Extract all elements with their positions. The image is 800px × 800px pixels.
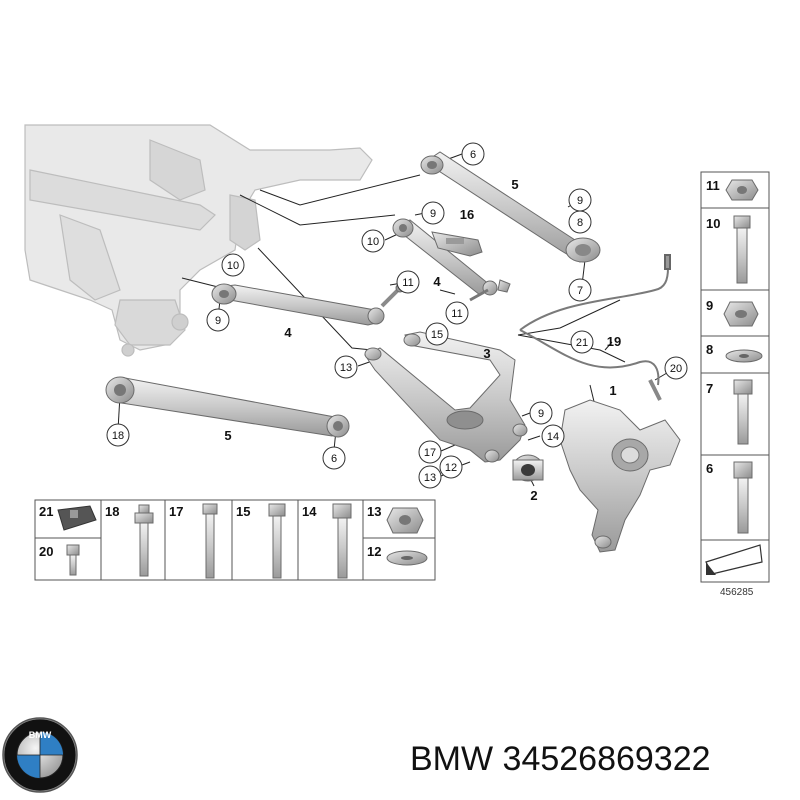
svg-text:9: 9 bbox=[215, 315, 221, 327]
upper-control-arm bbox=[420, 151, 601, 263]
svg-text:11: 11 bbox=[402, 277, 413, 289]
callout-8-right: 8 bbox=[568, 210, 592, 234]
svg-text:7: 7 bbox=[577, 285, 583, 297]
label-16: 16 bbox=[460, 207, 474, 222]
svg-text:13: 13 bbox=[340, 362, 352, 374]
callout-11-lower: 11 bbox=[445, 301, 469, 325]
wheel-carrier bbox=[559, 399, 681, 553]
svg-text:14: 14 bbox=[547, 431, 559, 443]
callout-13-a: 13 bbox=[334, 355, 358, 379]
callout-15: 15 bbox=[425, 322, 449, 346]
svg-text:17: 17 bbox=[424, 447, 436, 459]
callout-13-b: 13 bbox=[418, 465, 442, 489]
lower-control-arm bbox=[105, 376, 350, 438]
svg-text:9: 9 bbox=[577, 195, 583, 207]
svg-text:18: 18 bbox=[112, 430, 124, 442]
toe-link-right bbox=[392, 218, 511, 302]
bottom-20: 20 bbox=[39, 544, 53, 559]
label-4-right: 4 bbox=[433, 274, 441, 289]
callout-7-right: 7 bbox=[568, 278, 592, 302]
side-8: 8 bbox=[706, 342, 713, 357]
svg-text:15: 15 bbox=[431, 329, 443, 341]
bottom-17: 17 bbox=[169, 504, 183, 519]
bottom-parts-panel: 21 18 17 15 14 13 20 12 bbox=[34, 499, 436, 581]
label-5-top: 5 bbox=[511, 177, 518, 192]
callout-14: 14 bbox=[541, 424, 565, 448]
wishbone-3 bbox=[364, 331, 528, 463]
bmw-logo-icon: BMW bbox=[2, 717, 78, 793]
callout-21: 21 bbox=[570, 330, 594, 354]
callout-9-right: 9 bbox=[568, 188, 592, 212]
svg-text:12: 12 bbox=[445, 462, 457, 474]
svg-text:11: 11 bbox=[451, 308, 462, 320]
bottom-13: 13 bbox=[367, 504, 381, 519]
callout-10-mid: 10 bbox=[361, 229, 385, 253]
logo-letters: BMW bbox=[29, 730, 52, 740]
callout-9-bottom: 9 bbox=[529, 401, 553, 425]
bottom-14: 14 bbox=[302, 504, 317, 519]
part-number-title: BMW 34526869322 bbox=[410, 740, 711, 778]
label-1: 1 bbox=[609, 383, 616, 398]
svg-text:13: 13 bbox=[424, 472, 436, 484]
callout-6-top: 6 bbox=[461, 142, 485, 166]
callout-11-mid: 11 bbox=[396, 270, 420, 294]
label-19: 19 bbox=[607, 334, 621, 349]
subframe bbox=[24, 124, 373, 357]
label-3: 3 bbox=[483, 346, 490, 361]
svg-text:9: 9 bbox=[538, 408, 544, 420]
bottom-15: 15 bbox=[236, 504, 250, 519]
callout-18: 18 bbox=[106, 423, 130, 447]
callout-20: 20 bbox=[664, 356, 688, 380]
bottom-12: 12 bbox=[367, 544, 381, 559]
callout-group: 6 5 9 8 7 9 16 10 4 11 11 10 9 4 15 3 13… bbox=[106, 142, 688, 503]
svg-text:10: 10 bbox=[227, 260, 239, 272]
svg-text:21: 21 bbox=[576, 337, 588, 349]
label-2: 2 bbox=[530, 488, 537, 503]
bushing-2 bbox=[512, 454, 544, 482]
svg-text:20: 20 bbox=[670, 363, 682, 375]
side-9: 9 bbox=[706, 298, 713, 313]
side-7: 7 bbox=[706, 381, 713, 396]
side-10: 10 bbox=[706, 216, 720, 231]
svg-text:6: 6 bbox=[331, 453, 337, 465]
side-11: 11 bbox=[706, 178, 720, 193]
callout-9-mid: 9 bbox=[421, 201, 445, 225]
svg-text:10: 10 bbox=[367, 236, 379, 248]
bottom-21: 21 bbox=[39, 504, 53, 519]
label-4-left: 4 bbox=[284, 325, 292, 340]
callout-6-bottom: 6 bbox=[322, 446, 346, 470]
callout-17: 17 bbox=[418, 440, 442, 464]
side-parts-panel: 11 10 9 8 7 6 456285 bbox=[700, 171, 770, 598]
side-6: 6 bbox=[706, 461, 713, 476]
toe-link-left bbox=[211, 283, 405, 326]
svg-text:6: 6 bbox=[470, 149, 476, 161]
callout-12: 12 bbox=[439, 455, 463, 479]
label-5-bottom: 5 bbox=[224, 428, 231, 443]
bracket-16 bbox=[431, 231, 483, 257]
bottom-18: 18 bbox=[105, 504, 119, 519]
callout-9-left: 9 bbox=[206, 308, 230, 332]
callout-10-left: 10 bbox=[221, 253, 245, 277]
svg-text:8: 8 bbox=[577, 217, 583, 229]
reference-number: 456285 bbox=[720, 587, 754, 598]
sensor-wire bbox=[519, 254, 671, 401]
svg-text:9: 9 bbox=[430, 208, 436, 220]
